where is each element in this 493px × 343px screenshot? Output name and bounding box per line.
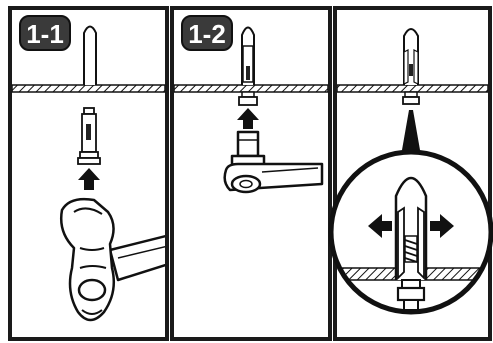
drilled-hole xyxy=(83,25,97,85)
arrow-up-icon xyxy=(237,108,259,129)
step-panel-2: 1-2 xyxy=(170,6,332,341)
anchor-bolt-icon xyxy=(238,26,258,106)
magnifier-icon xyxy=(328,149,493,315)
step-label-1: 1-1 xyxy=(26,19,64,49)
magnifier-connector xyxy=(402,110,420,150)
anchor-bolt-icon xyxy=(402,28,420,105)
step-badge-1: 1-1 xyxy=(19,15,71,51)
concrete-surface xyxy=(174,84,328,93)
step-badge-2: 1-2 xyxy=(181,15,233,51)
concrete-surface xyxy=(12,84,165,93)
wrench-icon xyxy=(223,130,324,194)
arrow-up-icon xyxy=(78,168,100,190)
step-label-2: 1-2 xyxy=(188,19,226,49)
step-panel-3 xyxy=(328,6,493,341)
concrete-surface xyxy=(337,84,488,93)
arrow-right-icon xyxy=(430,214,454,238)
anchor-bolt-icon xyxy=(77,107,101,165)
arrow-left-icon xyxy=(368,214,392,238)
step-panel-1: 1-1 xyxy=(8,6,169,341)
hammer-icon xyxy=(60,197,165,322)
